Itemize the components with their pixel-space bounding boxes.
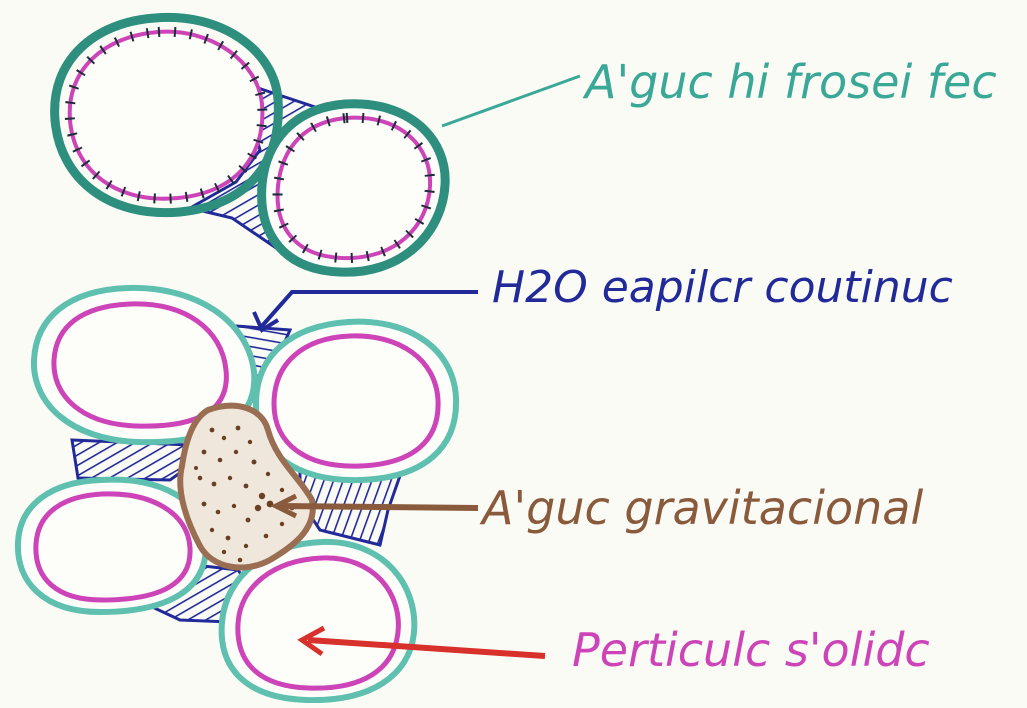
hygroscopic-water-label: A'guc hi frosei fec — [582, 55, 997, 109]
particle-a — [54, 304, 226, 426]
particle-2 — [278, 118, 431, 258]
bottom-particles-group — [18, 288, 456, 700]
gravitational-arrow — [280, 506, 478, 508]
particle-d — [238, 558, 399, 688]
capillary-wedge-left — [72, 440, 190, 480]
particle-b — [274, 336, 438, 466]
hygroscopic-group — [55, 17, 580, 272]
solid-particle-label: Perticulc s'olidc — [572, 623, 930, 677]
gravitational-water-label: A'guc gravitacional — [479, 481, 923, 535]
capillary-water-label: H2O eapilcr coutinuc — [492, 262, 953, 313]
particle-c — [36, 494, 190, 600]
hygroscopic-leader — [442, 76, 580, 126]
